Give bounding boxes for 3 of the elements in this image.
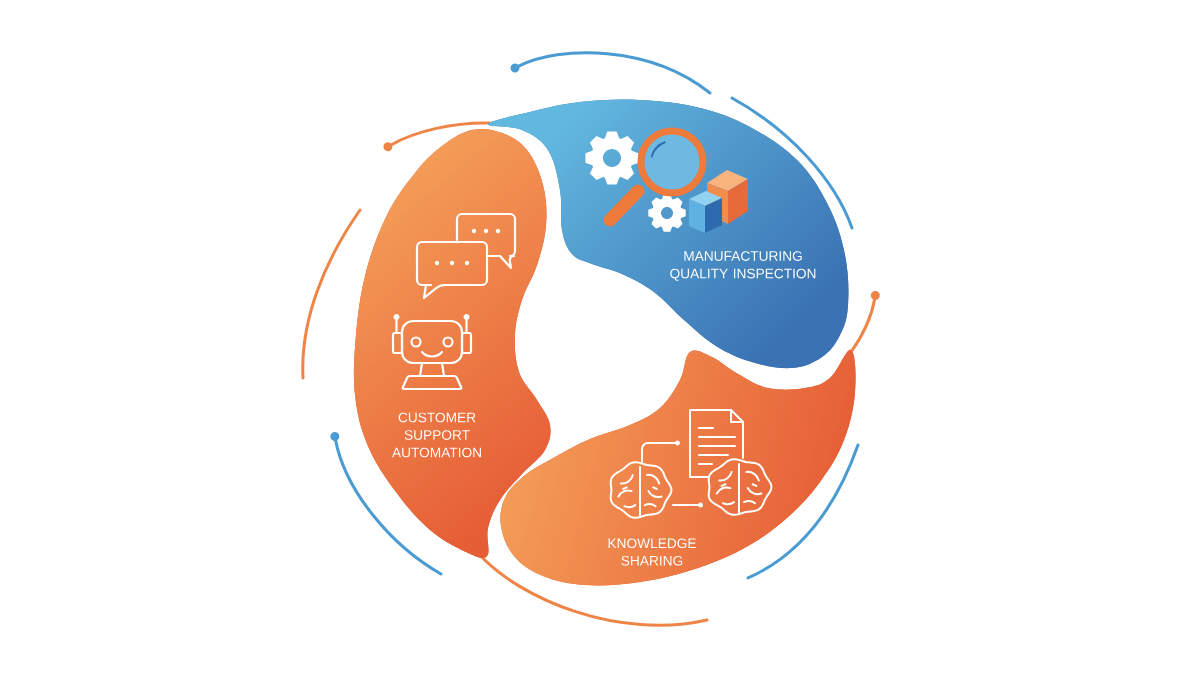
- segment-label: CUSTOMER SUPPORT AUTOMATION: [392, 412, 481, 458]
- segment-label: KNOWLEDGE SHARING: [608, 538, 696, 566]
- segment-label: MANUFACTURING QUALITY INSPECTION: [670, 251, 816, 281]
